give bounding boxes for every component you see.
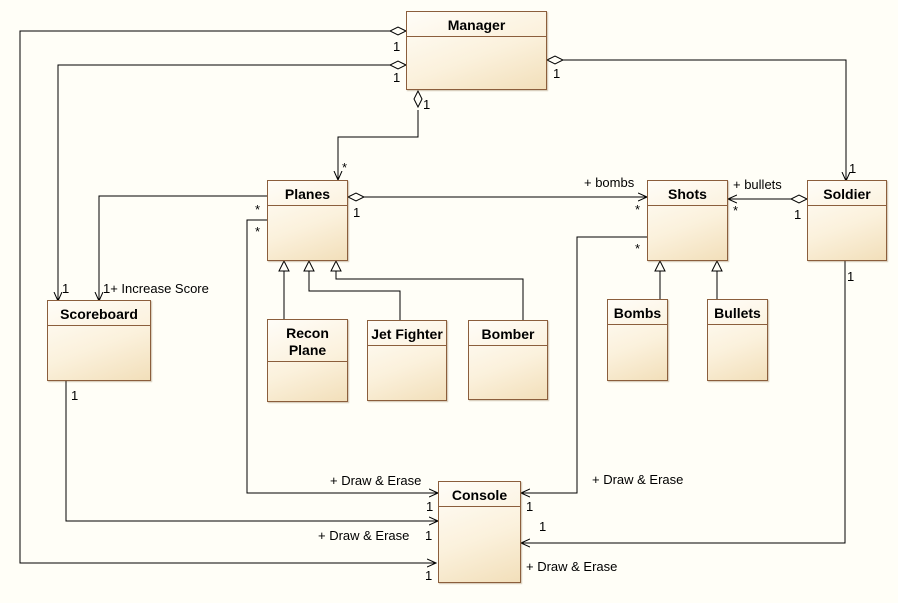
class-name: Recon Plane [268, 320, 347, 362]
class-name-line: Recon [286, 325, 329, 341]
link-scoreboard-console [65, 380, 438, 521]
class-name: Console [439, 482, 520, 507]
multiplicity-label: 1 [423, 97, 431, 112]
class-name: Manager [407, 12, 546, 37]
inherit-triangle [303, 259, 315, 272]
aggregation-diamond [545, 55, 565, 65]
inherit-triangle [330, 259, 342, 272]
multiplicity-label: 1 [794, 207, 802, 222]
class-name: Bombs [608, 300, 667, 325]
aggregation-diamond [346, 192, 366, 202]
role-label: + bombs [584, 175, 635, 190]
class-scoreboard[interactable]: Scoreboard [47, 300, 151, 381]
role-label: + bullets [733, 177, 782, 192]
class-bomber[interactable]: Bomber [468, 320, 548, 400]
multiplicity-label: 1 [553, 66, 561, 81]
multiplicity-label: * [733, 203, 739, 218]
gen-bomber-planes [335, 271, 524, 320]
aggregation-diamond [388, 26, 408, 36]
multiplicity-label: 1 [847, 269, 855, 284]
multiplicity-label: 1 [426, 499, 434, 514]
multiplicity-label: * [255, 224, 261, 239]
link-planes-console [246, 219, 438, 493]
class-name: Jet Fighter [368, 321, 446, 346]
class-bombs[interactable]: Bombs [607, 299, 668, 381]
class-shots[interactable]: Shots [647, 180, 728, 261]
multiplicity-label: 1 [393, 70, 401, 85]
multiplicity-label: 1 [393, 39, 401, 54]
inherit-triangle [654, 259, 666, 272]
class-name: Bullets [708, 300, 767, 325]
link-shots-console [521, 236, 647, 493]
multiplicity-label: 1 [425, 528, 433, 543]
role-label: + Draw & Erase [330, 473, 422, 488]
class-name: Bomber [469, 321, 547, 346]
link-manager-scoreboard [58, 64, 406, 301]
link-planes-scoreboard [99, 195, 267, 301]
class-recon-plane[interactable]: Recon Plane [267, 319, 348, 402]
multiplicity-label: 1 [71, 388, 79, 403]
class-name: Shots [648, 181, 727, 206]
aggregation-diamond [388, 60, 408, 70]
aggregation-diamond [789, 194, 809, 204]
class-manager[interactable]: Manager [406, 11, 547, 90]
role-label: + Draw & Erase [592, 472, 684, 487]
multiplicity-label: 1 [526, 499, 534, 514]
link-soldier-console [521, 261, 846, 543]
inherit-triangle [278, 259, 290, 272]
class-name: Planes [268, 181, 347, 206]
multiplicity-label: 1 [539, 519, 547, 534]
multiplicity-label: 1 [62, 281, 70, 296]
multiplicity-label: * [255, 202, 261, 217]
class-soldier[interactable]: Soldier [807, 180, 887, 261]
inherit-triangle [711, 259, 723, 272]
role-label: 1+ Increase Score [103, 281, 209, 296]
class-bullets[interactable]: Bullets [707, 299, 768, 381]
aggregation-diamond [413, 89, 423, 109]
gen-jet-planes [308, 271, 401, 320]
class-name-line: Plane [288, 342, 327, 358]
link-manager-soldier [547, 59, 846, 181]
class-planes[interactable]: Planes [267, 180, 348, 261]
multiplicity-label: 1 [425, 568, 433, 583]
link-manager-planes [338, 110, 419, 180]
class-name: Soldier [808, 181, 886, 206]
class-jet-fighter[interactable]: Jet Fighter [367, 320, 447, 401]
link-manager-console [19, 30, 436, 563]
multiplicity-label: * [342, 160, 348, 175]
class-console[interactable]: Console [438, 481, 521, 583]
multiplicity-label: 1 [849, 161, 857, 176]
role-label: + Draw & Erase [526, 559, 618, 574]
multiplicity-label: * [635, 241, 641, 256]
multiplicity-label: 1 [353, 205, 361, 220]
role-label: + Draw & Erase [318, 528, 410, 543]
class-name: Scoreboard [48, 301, 150, 326]
multiplicity-label: * [635, 202, 641, 217]
